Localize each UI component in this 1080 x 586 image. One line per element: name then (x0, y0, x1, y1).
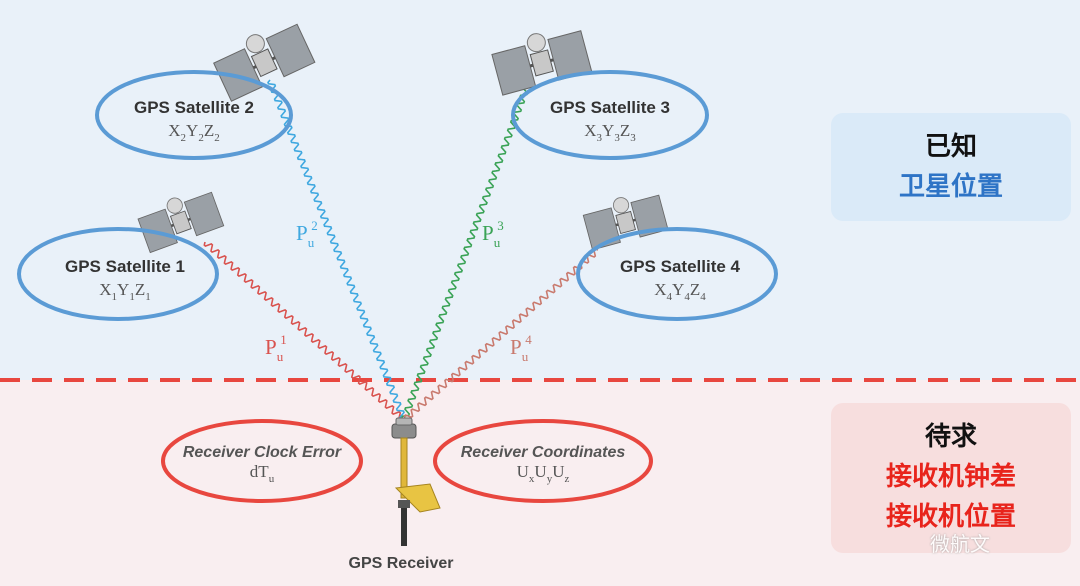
satellite-1-ellipse (17, 227, 219, 321)
pseudorange-2-label: Pu2 (296, 218, 318, 250)
unknown-item-clock: 接收机钟差 (885, 462, 1016, 492)
satellite-2-name: GPS Satellite 2 (134, 98, 254, 117)
signal-wave-2 (267, 79, 405, 420)
satellite-3-ellipse (511, 70, 709, 160)
pseudorange-3-label: Pu3 (482, 218, 504, 250)
gps-receiver-label: GPS Receiver (349, 555, 454, 572)
satellite-4-ellipse (576, 227, 778, 321)
coordinates-name: Receiver Coordinates (461, 444, 626, 461)
satellite-1-coords: X1Y1Z1 (99, 280, 150, 303)
coordinates-ellipse (433, 419, 653, 503)
unknown-heading: 待求 (924, 422, 977, 452)
signal-wave-1 (203, 241, 404, 422)
pseudorange-1-label: Pu1 (265, 332, 287, 364)
gps-receiver-icon (391, 417, 441, 546)
satellite-1-name: GPS Satellite 1 (65, 257, 185, 276)
known-box: 已知 卫星位置 (831, 113, 1071, 221)
satellite-3-coords: X3Y3Z3 (584, 121, 636, 144)
signal-wave-4 (403, 247, 599, 420)
satellite-icon (137, 191, 225, 254)
satellite-3-name: GPS Satellite 3 (550, 98, 670, 117)
known-item: 卫星位置 (898, 172, 1003, 202)
satellite-4-name: GPS Satellite 4 (620, 257, 741, 276)
satellite-icon (491, 30, 593, 96)
watermark: 微航文 (930, 532, 990, 556)
satellite-2-coords: X2Y2Z2 (168, 121, 219, 144)
clock-error-symbol: dTu (250, 462, 275, 485)
unknown-item-position: 接收机位置 (885, 502, 1016, 532)
signal-wave-3 (401, 77, 532, 418)
satellite-icon (213, 23, 316, 102)
unknown-box: 待求 接收机钟差 接收机位置 (831, 403, 1071, 553)
known-heading: 已知 (924, 132, 977, 162)
satellite-4-coords: X4Y4Z4 (654, 280, 706, 303)
clock-error-name: Receiver Clock Error (183, 444, 342, 461)
pseudorange-4-label: Pu4 (510, 332, 532, 364)
clock-error-ellipse (161, 419, 363, 503)
coordinates-symbol: UxUyUz (517, 462, 570, 485)
satellite-2-ellipse (95, 70, 293, 160)
